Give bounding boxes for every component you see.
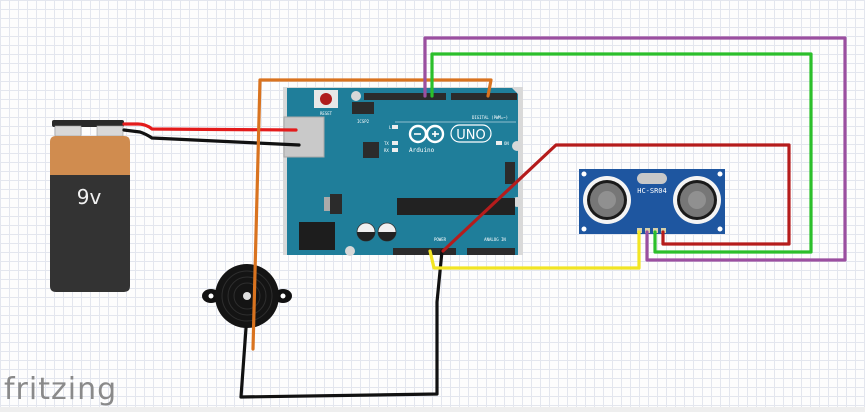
voltage-regulator [330,194,342,214]
mount-hole [512,141,522,151]
power-header[interactable] [393,248,456,255]
on-label: ON [504,141,509,146]
mount-hole [581,171,587,177]
arduino-uno[interactable]: RESET ICSP2 DIGITAL (PWM=~) L TX RX ON U… [283,87,523,256]
battery-9v[interactable]: 9v [50,120,130,292]
led-l [392,125,398,129]
battery-clip [52,120,124,127]
analog-header[interactable] [467,248,515,255]
barrel-jack [299,222,335,250]
icsp2-label: ICSP2 [357,119,370,124]
mount-hole [581,226,587,232]
arduino-logo: UNO Arduino [408,124,492,154]
chip-small [363,142,379,158]
mount-hole [717,171,723,177]
mount-hole [351,91,361,101]
battery-terminal-left [54,125,82,137]
led-tx [392,141,398,145]
hc-sr04-sensor[interactable]: HC-SR04 [579,169,725,234]
icsp-header [505,162,515,184]
power-label: POWER [434,237,447,242]
mount-hole [717,226,723,232]
capacitor-band [357,232,375,241]
led-rx [392,148,398,152]
status-strip [0,407,865,412]
mount-hole [345,246,355,256]
digital-label: DIGITAL (PWM=~) [472,115,508,120]
digital-header-high[interactable] [364,93,446,100]
led-tx-label: TX [384,141,389,146]
analog-label: ANALOG IN [484,237,506,242]
icsp2-header [352,102,374,114]
battery-top [50,136,130,175]
reset-button-cap [320,93,332,105]
wire-battery-negative[interactable] [122,128,301,147]
usb-port [283,116,325,158]
piezo-buzzer[interactable] [202,264,292,328]
led-l-label: L [389,125,392,130]
wire-echo[interactable] [430,52,813,254]
sensor-label: HC-SR04 [637,187,667,195]
fritzing-watermark: fritzing [4,372,118,407]
wire-buzzer-signal[interactable] [251,78,493,351]
wire-trig[interactable] [423,36,847,262]
regulator-tab [324,197,330,211]
crystal [637,173,667,184]
arduino-brand-text: Arduino [409,147,435,154]
uno-logo-text: UNO [456,128,485,143]
reset-label: RESET [320,111,333,116]
wire-gnd[interactable] [441,143,791,253]
buzzer-center [243,292,251,300]
battery-terminal-right [96,125,124,137]
digital-header-low[interactable] [451,93,517,100]
capacitor-band [378,232,396,241]
led-rx-label: RX [384,148,389,153]
battery-label: 9v [77,185,102,209]
wire-buzzer-ground[interactable] [239,249,444,399]
led-on [496,141,502,145]
wire-vcc[interactable] [428,230,641,270]
wire-battery-positive[interactable] [122,122,298,132]
battery-body [50,175,130,292]
